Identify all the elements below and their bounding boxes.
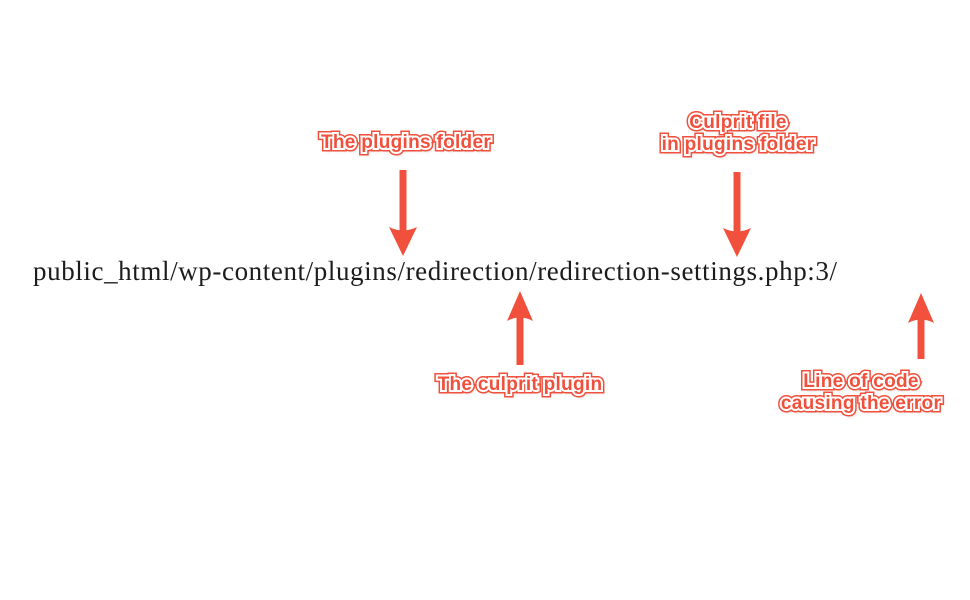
label-text: The culprit plugin: [437, 374, 603, 395]
up-arrow-icon: [507, 291, 533, 365]
label-culprit-plugin: The culprit plugin The culprit plugin Th…: [434, 371, 605, 399]
down-arrow-icon: [389, 170, 417, 256]
label-line: The plugins folder The plugins folder Th…: [317, 129, 494, 157]
label-text: The plugins folder: [319, 130, 493, 155]
label-line: Culprit file Culprit file Culprit file: [662, 109, 815, 137]
label-text: Culprit file: [689, 112, 787, 133]
down-arrow-icon: [723, 172, 751, 257]
label-line: The culprit plugin The culprit plugin Th…: [434, 371, 605, 399]
label-text: causing the error: [777, 390, 944, 418]
label-text: causing the error: [780, 393, 942, 414]
label-line: Line of code Line of code Line of code: [781, 368, 941, 396]
label-text: in plugins folder: [660, 132, 817, 157]
label-text: The culprit plugin: [436, 372, 604, 397]
label-text: causing the error: [779, 391, 943, 416]
label-text: The plugins folder: [317, 129, 494, 157]
up-arrow-icon: [908, 293, 934, 359]
label-line: in plugins folder in plugins folder in p…: [658, 131, 818, 159]
file-path-text: public_html/wp-content/plugins/redirecti…: [33, 256, 838, 286]
label-line-of-code: Line of code Line of code Line of code c…: [777, 368, 944, 418]
label-line: causing the error causing the error caus…: [777, 390, 944, 418]
label-text: Line of code: [803, 371, 919, 392]
label-text: Line of code: [801, 369, 920, 394]
label-text: Culprit file: [686, 109, 790, 137]
label-culprit-file: Culprit file Culprit file Culprit file i…: [658, 109, 818, 159]
label-text: in plugins folder: [661, 134, 815, 155]
label-text: Culprit file: [687, 110, 788, 135]
label-text: in plugins folder: [658, 131, 818, 159]
label-text: Line of code: [800, 368, 922, 396]
label-text: The culprit plugin: [434, 371, 605, 399]
label-text: The plugins folder: [320, 132, 492, 153]
label-plugins-folder: The plugins folder The plugins folder Th…: [317, 129, 494, 157]
